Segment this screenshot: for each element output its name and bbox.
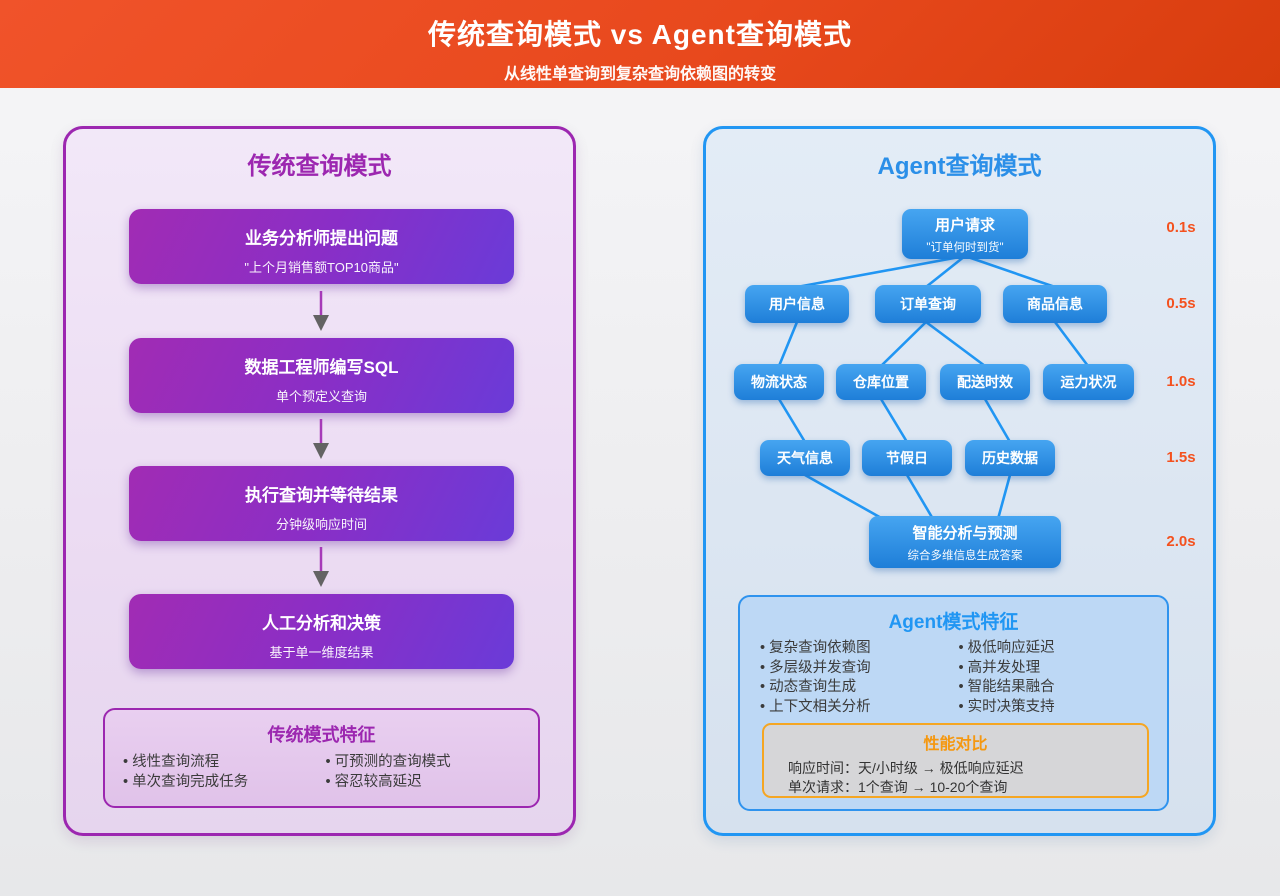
down-arrow-icon bbox=[313, 291, 329, 331]
node-title: 天气信息 bbox=[777, 450, 833, 466]
performance-line: 响应时间：天/小时级 → 极低响应延迟 bbox=[788, 760, 1024, 776]
node-capacity-status: 运力状况 bbox=[1043, 364, 1134, 400]
page-title: 传统查询模式 vs Agent查询模式 bbox=[428, 19, 852, 50]
feature-item: 极低响应延迟 bbox=[959, 639, 1158, 659]
node-warehouse-location: 仓库位置 bbox=[836, 364, 926, 400]
node-history-data: 历史数据 bbox=[965, 440, 1055, 476]
step-engineer-sql: 数据工程师编写SQL 单个预定义查询 bbox=[129, 338, 514, 413]
step-subtitle: "上个月销售额TOP10商品" bbox=[244, 260, 399, 275]
step-title: 业务分析师提出问题 bbox=[245, 229, 398, 248]
timing-label: 0.5s bbox=[1166, 295, 1196, 312]
node-title: 运力状况 bbox=[1060, 374, 1117, 390]
timing-label: 2.0s bbox=[1166, 533, 1196, 550]
node-title: 历史数据 bbox=[982, 450, 1038, 466]
node-holiday: 节假日 bbox=[862, 440, 952, 476]
agent-panel-title: Agent查询模式 bbox=[877, 153, 1042, 180]
step-manual-analysis: 人工分析和决策 基于单一维度结果 bbox=[129, 594, 514, 669]
node-title: 配送时效 bbox=[957, 374, 1013, 390]
down-arrow-icon bbox=[313, 419, 329, 459]
page-subtitle: 从线性单查询到复杂查询依赖图的转变 bbox=[503, 66, 776, 83]
agent-features-title: Agent模式特征 bbox=[888, 612, 1019, 633]
feature-item: 实时决策支持 bbox=[959, 698, 1158, 718]
node-title: 订单查询 bbox=[900, 296, 956, 312]
feature-item: 可预测的查询模式 bbox=[326, 752, 529, 772]
step-execute-wait: 执行查询并等待结果 分钟级响应时间 bbox=[129, 466, 514, 541]
node-product-info: 商品信息 bbox=[1003, 285, 1107, 323]
node-title: 智能分析与预测 bbox=[912, 524, 1018, 542]
feature-item: 动态查询生成 bbox=[760, 678, 959, 698]
step-analyst-question: 业务分析师提出问题 "上个月销售额TOP10商品" bbox=[129, 209, 514, 284]
node-weather-info: 天气信息 bbox=[760, 440, 850, 476]
step-subtitle: 分钟级响应时间 bbox=[275, 517, 367, 532]
traditional-features-box: 传统模式特征 线性查询流程 单次查询完成任务 可预测的查询模式 容忍较高延迟 bbox=[103, 708, 540, 808]
node-logistics-status: 物流状态 bbox=[734, 364, 824, 400]
traditional-panel: 传统查询模式 业务分析师提出问题 "上个月销售额TOP10商品" 数据工程师编写… bbox=[63, 126, 576, 836]
feature-item: 单次查询完成任务 bbox=[123, 772, 326, 792]
feature-item: 容忍较高延迟 bbox=[326, 772, 529, 792]
feature-item: 智能结果融合 bbox=[959, 678, 1158, 698]
step-subtitle: 基于单一维度结果 bbox=[269, 645, 374, 660]
performance-line: 单次请求：1个查询 → 10-20个查询 bbox=[788, 779, 1008, 795]
node-order-query: 订单查询 bbox=[875, 285, 981, 323]
header-banner: 传统查询模式 vs Agent查询模式 从线性单查询到复杂查询依赖图的转变 bbox=[0, 0, 1280, 88]
feature-item: 高并发处理 bbox=[959, 659, 1158, 679]
step-subtitle: 单个预定义查询 bbox=[275, 389, 367, 404]
traditional-panel-title: 传统查询模式 bbox=[247, 153, 392, 180]
feature-item: 多层级并发查询 bbox=[760, 659, 959, 679]
node-user-info: 用户信息 bbox=[745, 285, 849, 323]
node-subtitle: "订单何时到货" bbox=[926, 241, 1004, 254]
feature-item: 线性查询流程 bbox=[123, 752, 326, 772]
node-title: 物流状态 bbox=[751, 374, 807, 390]
feature-item: 复杂查询依赖图 bbox=[760, 639, 959, 659]
performance-comparison-box: 性能对比 响应时间：天/小时级 → 极低响应延迟 单次请求：1个查询 → 10-… bbox=[762, 723, 1149, 798]
node-subtitle: 综合多维信息生成答案 bbox=[907, 549, 1023, 562]
node-user-request: 用户请求 "订单何时到货" bbox=[902, 209, 1028, 259]
timing-label: 1.0s bbox=[1166, 373, 1196, 390]
down-arrow-icon bbox=[313, 547, 329, 587]
timing-label: 1.5s bbox=[1166, 449, 1196, 466]
agent-features-box: Agent模式特征 复杂查询依赖图 多层级并发查询 动态查询生成 上下文相关分析… bbox=[738, 595, 1169, 811]
agent-panel: Agent查询模式 用户请求 "订单何时到货" 用户信息 订单查询 商品信息 物… bbox=[703, 126, 1216, 836]
timing-label: 0.1s bbox=[1166, 219, 1196, 236]
step-title: 数据工程师编写SQL bbox=[244, 358, 399, 377]
node-title: 仓库位置 bbox=[853, 374, 909, 390]
node-smart-analysis: 智能分析与预测 综合多维信息生成答案 bbox=[869, 516, 1061, 568]
feature-item: 上下文相关分析 bbox=[760, 698, 959, 718]
step-title: 执行查询并等待结果 bbox=[245, 486, 398, 505]
node-delivery-time: 配送时效 bbox=[940, 364, 1030, 400]
node-title: 用户请求 bbox=[934, 216, 995, 234]
node-title: 节假日 bbox=[886, 450, 928, 466]
performance-title: 性能对比 bbox=[923, 736, 988, 753]
step-title: 人工分析和决策 bbox=[262, 614, 381, 633]
node-title: 商品信息 bbox=[1027, 296, 1083, 312]
node-title: 用户信息 bbox=[769, 296, 825, 312]
traditional-features-title: 传统模式特征 bbox=[267, 725, 376, 745]
